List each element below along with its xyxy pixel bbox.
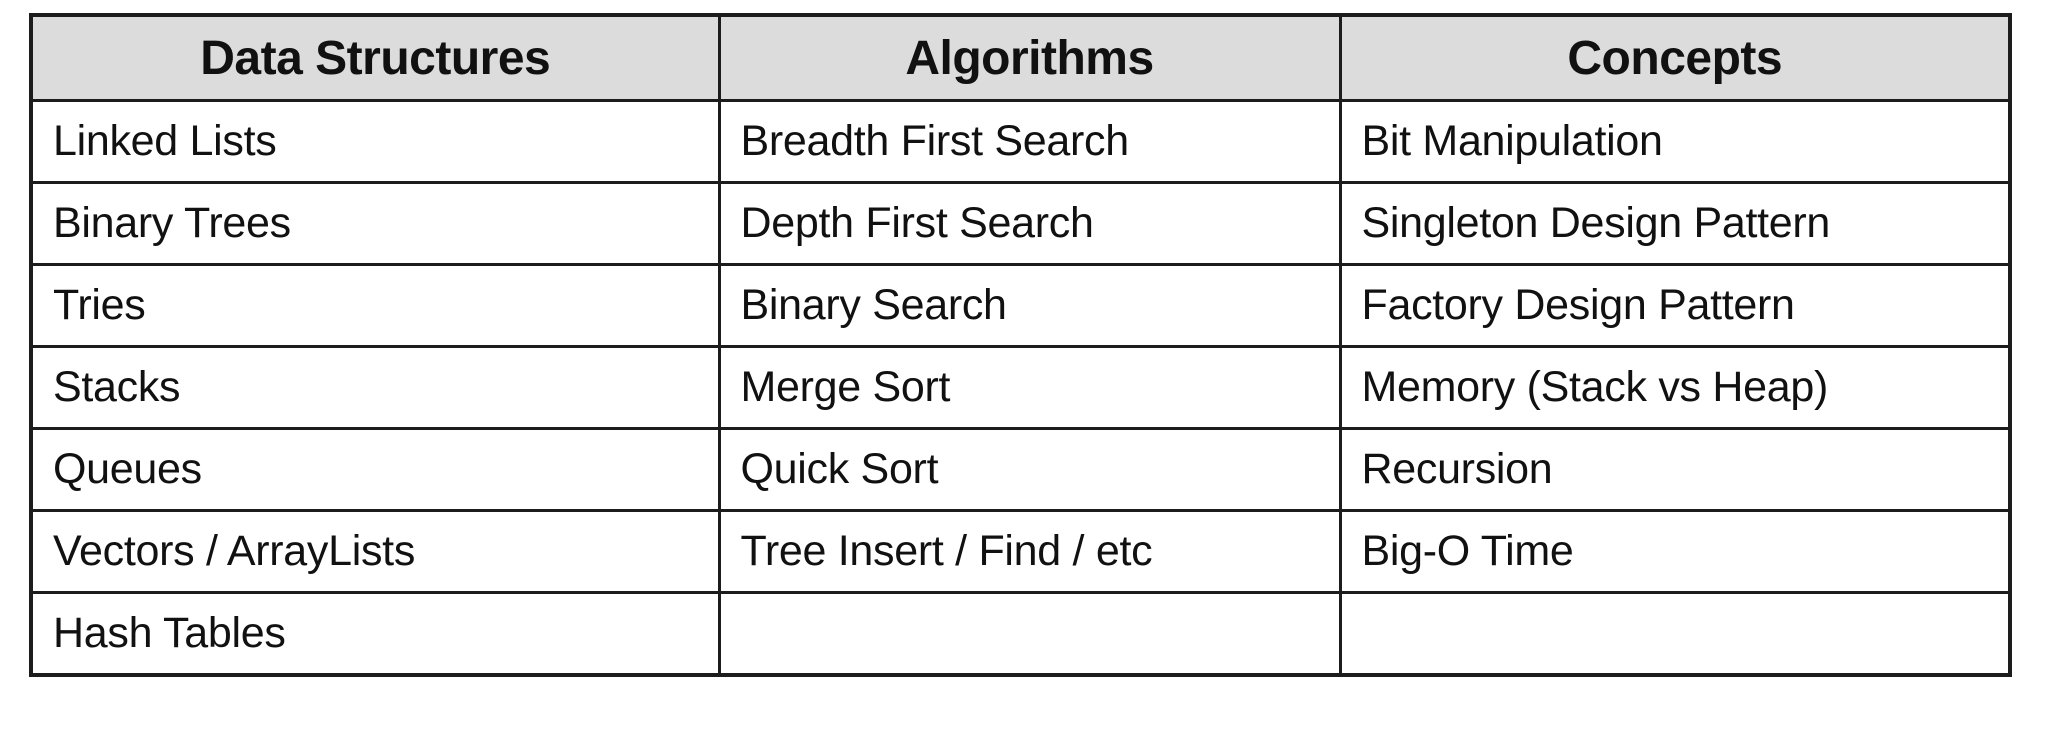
data-structure-cell: Binary Trees <box>29 181 721 266</box>
data-structure-cell: Queues <box>29 427 721 512</box>
data-structure-cell: Vectors / ArrayLists <box>29 509 721 594</box>
header-data-structures: Data Structures <box>29 13 721 102</box>
data-structure-cell: Linked Lists <box>29 99 721 184</box>
data-structure-cell: Stacks <box>29 345 721 430</box>
algorithm-cell <box>717 591 1342 677</box>
algorithm-cell: Binary Search <box>717 263 1342 348</box>
table-row: Stacks Merge Sort Memory (Stack vs Heap) <box>29 345 2012 430</box>
table-row: Vectors / ArrayLists Tree Insert / Find … <box>29 509 2012 594</box>
algorithm-cell: Merge Sort <box>717 345 1342 430</box>
table-row: Tries Binary Search Factory Design Patte… <box>29 263 2012 348</box>
algorithm-cell: Quick Sort <box>717 427 1342 512</box>
table-row: Linked Lists Breadth First Search Bit Ma… <box>29 99 2012 184</box>
concept-cell: Singleton Design Pattern <box>1338 181 2012 266</box>
table-row: Queues Quick Sort Recursion <box>29 427 2012 512</box>
concept-cell <box>1338 591 2012 677</box>
concept-cell: Recursion <box>1338 427 2012 512</box>
table-header: Data Structures Algorithms Concepts <box>29 13 2012 102</box>
concept-cell: Memory (Stack vs Heap) <box>1338 345 2012 430</box>
algorithm-cell: Breadth First Search <box>717 99 1342 184</box>
header-row: Data Structures Algorithms Concepts <box>29 13 2012 102</box>
table-row: Binary Trees Depth First Search Singleto… <box>29 181 2012 266</box>
table-row: Hash Tables <box>29 591 2012 677</box>
header-algorithms: Algorithms <box>717 13 1342 102</box>
data-structure-cell: Tries <box>29 263 721 348</box>
topics-table-container: Data Structures Algorithms Concepts Link… <box>29 13 2012 677</box>
concept-cell: Factory Design Pattern <box>1338 263 2012 348</box>
table-body: Linked Lists Breadth First Search Bit Ma… <box>29 99 2012 677</box>
algorithm-cell: Depth First Search <box>717 181 1342 266</box>
concept-cell: Big-O Time <box>1338 509 2012 594</box>
algorithm-cell: Tree Insert / Find / etc <box>717 509 1342 594</box>
topics-table: Data Structures Algorithms Concepts Link… <box>29 13 2012 677</box>
concept-cell: Bit Manipulation <box>1338 99 2012 184</box>
header-concepts: Concepts <box>1338 13 2012 102</box>
data-structure-cell: Hash Tables <box>29 591 721 677</box>
